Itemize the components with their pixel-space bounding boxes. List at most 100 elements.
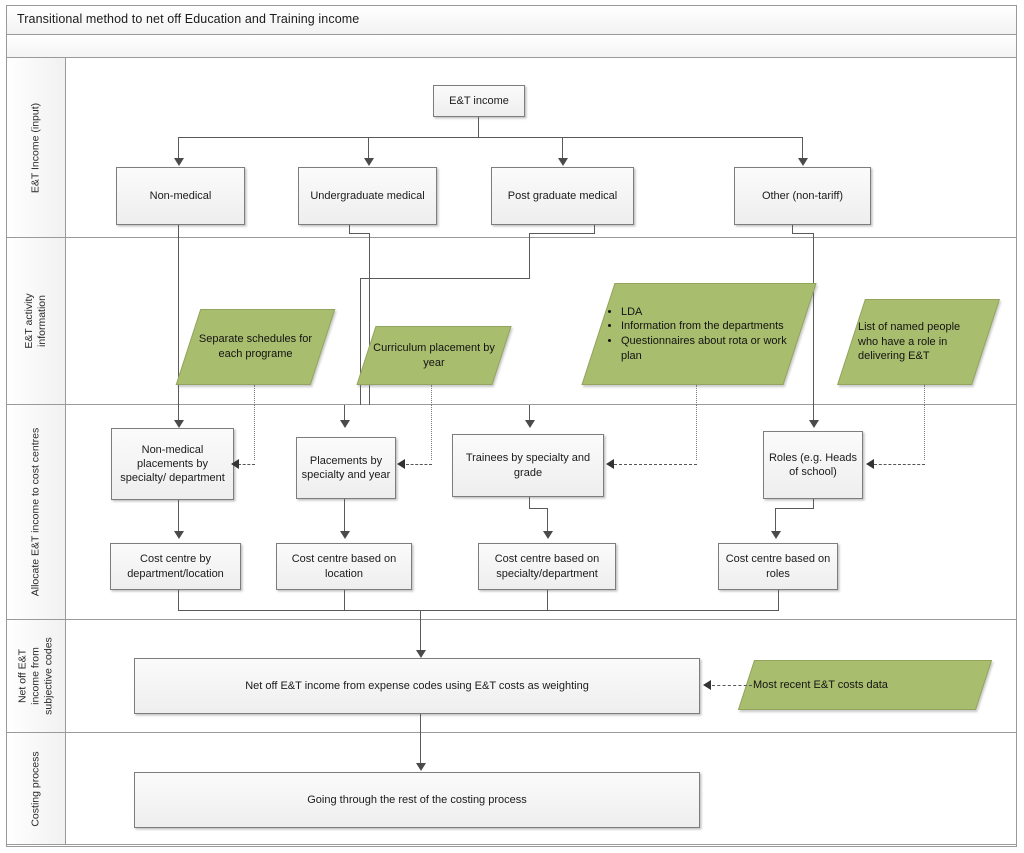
data-separate-schedules-label: Separate schedules for each programe [198, 333, 313, 360]
lane-body-et-income: E&T income Non-medical Undergraduate med… [66, 58, 1016, 238]
lane-label-costing-process: Costing process [29, 750, 42, 827]
data-curriculum-placement-label: Curriculum placement by year [373, 341, 495, 369]
connector-root-stub [478, 117, 480, 138]
bullet-item: Information from the departments [621, 319, 793, 334]
arrowhead-trainees [525, 420, 535, 428]
node-non-medical-placements[interactable]: Non-medical placements by specialty/ dep… [111, 428, 234, 500]
connector-dashdot-to-placements [406, 464, 432, 465]
lane-body-activity-information: Separate schedules for each programe Cur… [66, 238, 1016, 405]
node-et-income[interactable]: E&T income [433, 85, 525, 117]
data-most-recent-costs[interactable]: Most recent E&T costs data [737, 660, 993, 710]
data-separate-schedules[interactable]: Separate schedules for each programe [175, 309, 336, 385]
data-lda-bullet-list: LDA Information from the departments Que… [605, 305, 793, 363]
node-trainees-by-specialty[interactable]: Trainees by specialty and grade [452, 434, 604, 497]
node-post-graduate-medical[interactable]: Post graduate medical [491, 167, 634, 225]
connector-roles-to-cc-a [813, 499, 815, 509]
bullet-item: LDA [621, 305, 793, 320]
connector-undergrad-exit-b [349, 233, 370, 235]
connector-nonmed-to-cc [178, 500, 180, 533]
connector-postgrad-route-c [360, 278, 362, 405]
data-named-people[interactable]: List of named people who have a role in … [837, 299, 1000, 385]
node-undergraduate-medical[interactable]: Undergraduate medical [298, 167, 437, 225]
lane-header-activity-information: E&T activity information [7, 238, 66, 404]
data-most-recent-costs-label: Most recent E&T costs data [753, 678, 888, 691]
connector-dotted-lda [696, 385, 697, 405]
arrowhead-dashdot-trainees [606, 459, 614, 469]
lane-net-off: Net off E&T income from subjective codes… [6, 620, 1017, 733]
arrowhead-placements-spec [340, 420, 350, 428]
connector-dashdot-costs-to-netoff [712, 685, 752, 686]
connector-postgrad-exit-b [529, 233, 595, 235]
node-non-medical[interactable]: Non-medical [116, 167, 245, 225]
connector-undergrad-exit-c [369, 233, 371, 238]
connector-roles-to-cc-c [775, 508, 777, 533]
arrowhead-dashdot-placements [397, 459, 405, 469]
arrowhead-dashdot-net-off [703, 680, 711, 690]
connector-trainees-to-cc-c [547, 508, 549, 533]
node-other-non-tariff[interactable]: Other (non-tariff) [734, 167, 871, 225]
lane-label-et-income: E&T Income (input) [29, 102, 42, 193]
connector-into-costing-process [420, 733, 422, 765]
connector-undergrad-exit-a [349, 225, 351, 234]
connector-in-roles [813, 405, 815, 422]
connector-other-through [813, 238, 815, 405]
connector-nonmedical-exit [178, 225, 180, 238]
arrowhead-cc-dept-loc [174, 531, 184, 539]
arrowhead-cc-location [340, 531, 350, 539]
bullet-item: Questionnaires about rota or work plan [621, 334, 793, 363]
node-net-off-income[interactable]: Net off E&T income from expense codes us… [134, 658, 700, 714]
arrowhead-postgrad [558, 158, 568, 166]
node-cost-centre-specialty-department[interactable]: Cost centre based on specialty/departmen… [478, 543, 616, 590]
connector-undergrad-through [369, 238, 371, 405]
node-cost-centre-department-location[interactable]: Cost centre by department/location [110, 543, 241, 590]
connector-cost-centre-merge-bus [178, 610, 779, 612]
connector-drop-other [802, 137, 804, 161]
lane-body-net-off: Net off E&T income from expense codes us… [66, 620, 1016, 733]
connector-other-exit-c [813, 233, 815, 238]
connector-postgrad-exit-c [529, 233, 531, 238]
node-cost-centre-roles[interactable]: Cost centre based on roles [718, 543, 838, 590]
connector-other-exit-b [792, 233, 814, 235]
node-placements-by-specialty[interactable]: Placements by specialty and year [296, 437, 396, 499]
connector-ccdrop-1 [178, 590, 180, 611]
node-roles-heads-of-school[interactable]: Roles (e.g. Heads of school) [763, 431, 863, 499]
node-costing-process[interactable]: Going through the rest of the costing pr… [134, 772, 700, 828]
arrowhead-costing-process [416, 763, 426, 771]
connector-trainees-to-cc-a [529, 497, 531, 509]
data-curriculum-placement[interactable]: Curriculum placement by year [356, 326, 512, 385]
connector-postgrad-route-a [529, 238, 531, 279]
connector-ccdrop-4 [778, 590, 780, 611]
arrowhead-nonmedical [174, 158, 184, 166]
connector-drop-postgrad [562, 137, 564, 161]
connector-in-trainees [529, 405, 531, 422]
lane-label-net-off: Net off E&T income from subjective codes [16, 637, 55, 715]
node-cost-centre-location[interactable]: Cost centre based on location [276, 543, 412, 590]
arrowhead-other [798, 158, 808, 166]
lane-body-costing-process: Going through the rest of the costing pr… [66, 733, 1016, 844]
connector-placements-to-cc [344, 499, 346, 533]
lane-body-allocate-cost-centres: Non-medical placements by specialty/ dep… [66, 405, 1016, 620]
title-spacer-row [6, 35, 1017, 58]
arrowhead-nonmed-placements [174, 420, 184, 428]
connector-dotted-curriculum-cont [431, 405, 432, 460]
lane-label-activity-information: E&T activity information [22, 293, 48, 349]
lane-et-income: E&T Income (input) E&T income Non-medica… [6, 58, 1017, 238]
lane-costing-process: Costing process Going through the rest o… [6, 733, 1017, 845]
connector-postgrad-exit-a [594, 225, 596, 234]
connector-dotted-sep-sched-cont [254, 405, 255, 460]
connector-dotted-separate-schedules [254, 385, 255, 405]
connector-in-placements-spec [344, 405, 346, 422]
lane-header-allocate-cost-centres: Allocate E&T income to cost centres [7, 405, 66, 619]
connector-dashdot-to-nonmed [238, 464, 255, 465]
connector-dashdot-to-trainees [614, 464, 697, 465]
data-lda-information[interactable]: LDA Information from the departments Que… [581, 283, 817, 385]
data-named-people-label: List of named people who have a role in … [858, 321, 961, 363]
connector-other-exit-a [792, 225, 794, 234]
connector-into-net-off [420, 620, 422, 652]
connector-dotted-named-cont [924, 405, 925, 460]
arrowhead-dashdot-nonmed [231, 459, 239, 469]
arrowhead-undergrad [364, 158, 374, 166]
connector-dotted-lda-cont [696, 405, 697, 460]
connector-dotted-curriculum [431, 385, 432, 405]
